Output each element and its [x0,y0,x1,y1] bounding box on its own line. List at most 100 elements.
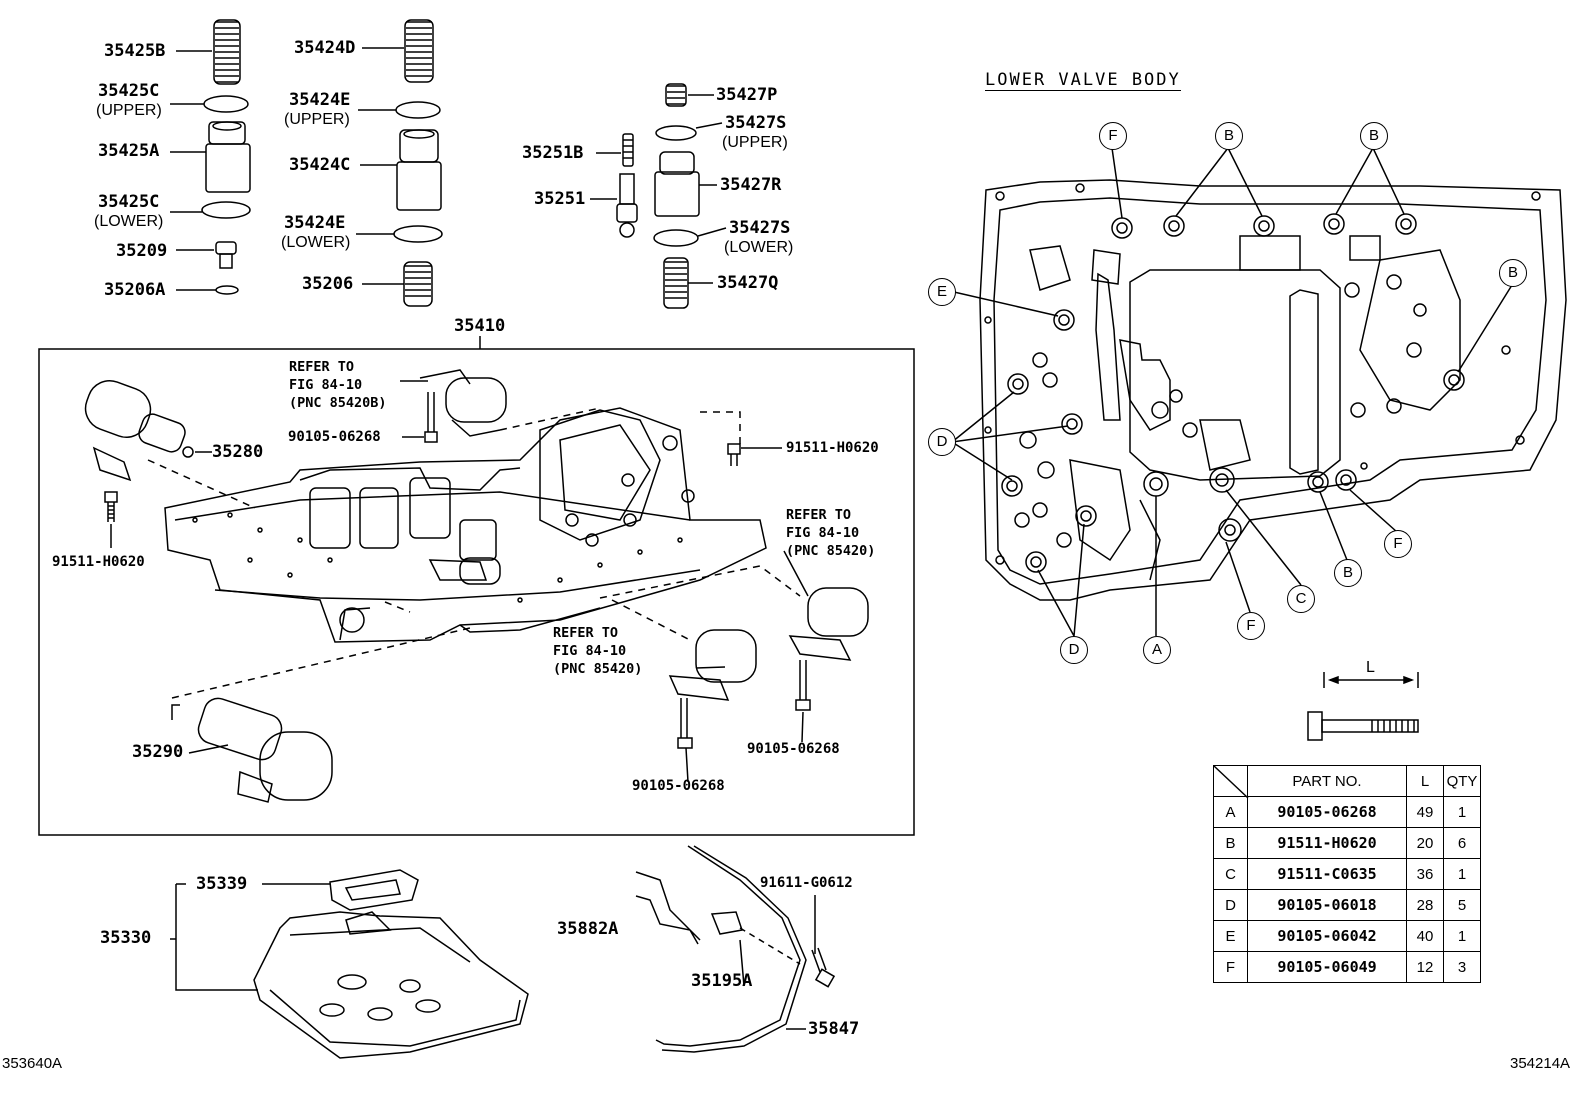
row-key: A [1213,796,1248,828]
label-35847[interactable]: 35847 [808,1019,860,1039]
piston-35427R [654,151,700,217]
label-35206[interactable]: 35206 [302,274,354,294]
label-35427R[interactable]: 35427R [720,175,782,195]
bolt-90105-right [795,660,811,711]
row-length: 12 [1406,951,1444,983]
label-35424D[interactable]: 35424D [294,38,356,58]
clip-35206A [215,285,239,295]
callout-b-bottom[interactable]: B [1334,559,1362,587]
label-91611-G0612[interactable]: 91611-G0612 [760,875,853,891]
row-part-no[interactable]: 90105-06049 [1247,951,1407,983]
bolt-spec-table: PART NO. L QTY A 90105-06268 49 1 B 9151… [1213,765,1481,983]
solenoid-ref3 [668,629,757,701]
bolt-90105-bottom [677,698,693,749]
label-90105-06268-right[interactable]: 90105-06268 [747,741,840,757]
callout-e[interactable]: E [928,278,956,306]
callout-c[interactable]: C [1287,585,1315,613]
row-part-no[interactable]: 90105-06268 [1247,796,1407,828]
note-lower: (LOWER) [94,213,164,230]
row-qty: 1 [1443,920,1481,952]
refer-pnc: (PNC 85420) [553,661,643,677]
lower-valve-body-title: LOWER VALVE BODY [985,70,1181,92]
label-35251[interactable]: 35251 [534,189,586,209]
note-upper-2: (UPPER) [284,111,350,128]
label-35424C[interactable]: 35424C [289,155,351,175]
callout-f-bottom[interactable]: F [1237,612,1265,640]
callout-d-left[interactable]: D [928,428,956,456]
callout-a[interactable]: A [1143,636,1171,664]
table-row: D 90105-06018 28 5 [1213,889,1481,921]
label-35330[interactable]: 35330 [100,928,152,948]
label-91511-H0620-left[interactable]: 91511-H0620 [52,554,145,570]
bolt-91511-right [727,443,741,466]
table-row: B 91511-H0620 20 6 [1213,827,1481,859]
piston-35425A [205,121,251,193]
bolt-91511-left [104,491,118,522]
row-part-no[interactable]: 91511-H0620 [1247,827,1407,859]
label-35424E-lower[interactable]: 35424E [284,213,346,233]
note-lower-2: (LOWER) [281,234,351,251]
label-35427S-upper[interactable]: 35427S [725,113,787,133]
refer-note-1: REFER TO FIG 84-10 (PNC 85420B) [289,358,387,412]
oring-35424E-upper [395,101,441,119]
table-row: F 90105-06049 12 3 [1213,951,1481,983]
header-blank [1213,765,1248,797]
callout-b-top-1[interactable]: B [1215,122,1243,150]
callout-b-right[interactable]: B [1499,259,1527,287]
label-35425C-upper[interactable]: 35425C [98,81,160,101]
row-part-no[interactable]: 91511-C0635 [1247,858,1407,890]
table-header-row: PART NO. L QTY [1213,765,1481,797]
callout-b-top-2[interactable]: B [1360,122,1388,150]
dimension-bolt [1307,672,1419,741]
label-35209[interactable]: 35209 [116,241,168,261]
label-35339[interactable]: 35339 [196,874,248,894]
label-35427Q[interactable]: 35427Q [717,273,779,293]
label-35410[interactable]: 35410 [454,316,506,336]
refer-fig-link[interactable]: FIG 84-10 [786,525,860,541]
spring-35427P [665,83,687,107]
oring-35425C-upper [203,95,249,113]
label-35427P[interactable]: 35427P [716,85,778,105]
label-91511-H0620-right[interactable]: 91511-H0620 [786,440,879,456]
label-35280[interactable]: 35280 [212,442,264,462]
bolt-91611-G0612 [811,947,836,988]
refer-fig-link[interactable]: FIG 84-10 [553,643,627,659]
label-35882A[interactable]: 35882A [557,919,619,939]
label-35195A[interactable]: 35195A [691,971,753,991]
label-90105-06268-top[interactable]: 90105-06268 [288,429,381,445]
row-key: D [1213,889,1248,921]
label-35427S-lower[interactable]: 35427S [729,218,791,238]
callout-leaders [951,147,1513,637]
row-length: 49 [1406,796,1444,828]
note-lower-3: (LOWER) [724,239,794,256]
row-length: 36 [1406,858,1444,890]
note-upper-3: (UPPER) [722,134,788,151]
label-35425B[interactable]: 35425B [104,41,166,61]
figure-code-left: 353640A [2,1055,63,1072]
label-35425A[interactable]: 35425A [98,141,160,161]
row-key: E [1213,920,1248,952]
header-l: L [1406,765,1444,797]
refer-fig-link[interactable]: FIG 84-10 [289,377,363,393]
lower-valve-body-drawing [979,179,1567,601]
row-length: 40 [1406,920,1444,952]
label-35424E-upper[interactable]: 35424E [289,90,351,110]
label-90105-06268-bottom[interactable]: 90105-06268 [632,778,725,794]
gasket-35339 [329,869,419,911]
label-35206A[interactable]: 35206A [104,280,166,300]
refer-pnc: (PNC 85420B) [289,395,387,411]
callout-d-bottom[interactable]: D [1060,636,1088,664]
dimension-label-l: L [1366,659,1375,676]
callout-f-top[interactable]: F [1099,122,1127,150]
row-part-no[interactable]: 90105-06018 [1247,889,1407,921]
row-part-no[interactable]: 90105-06042 [1247,920,1407,952]
callout-f-right[interactable]: F [1384,530,1412,558]
label-35251B[interactable]: 35251B [522,143,584,163]
spring-35424D [404,19,434,83]
oring-35425C-lower [201,201,251,219]
figure-code-right: 354214A [1510,1055,1571,1072]
label-35425C-lower[interactable]: 35425C [98,192,160,212]
table-row: E 90105-06042 40 1 [1213,920,1481,952]
label-35290[interactable]: 35290 [132,742,184,762]
